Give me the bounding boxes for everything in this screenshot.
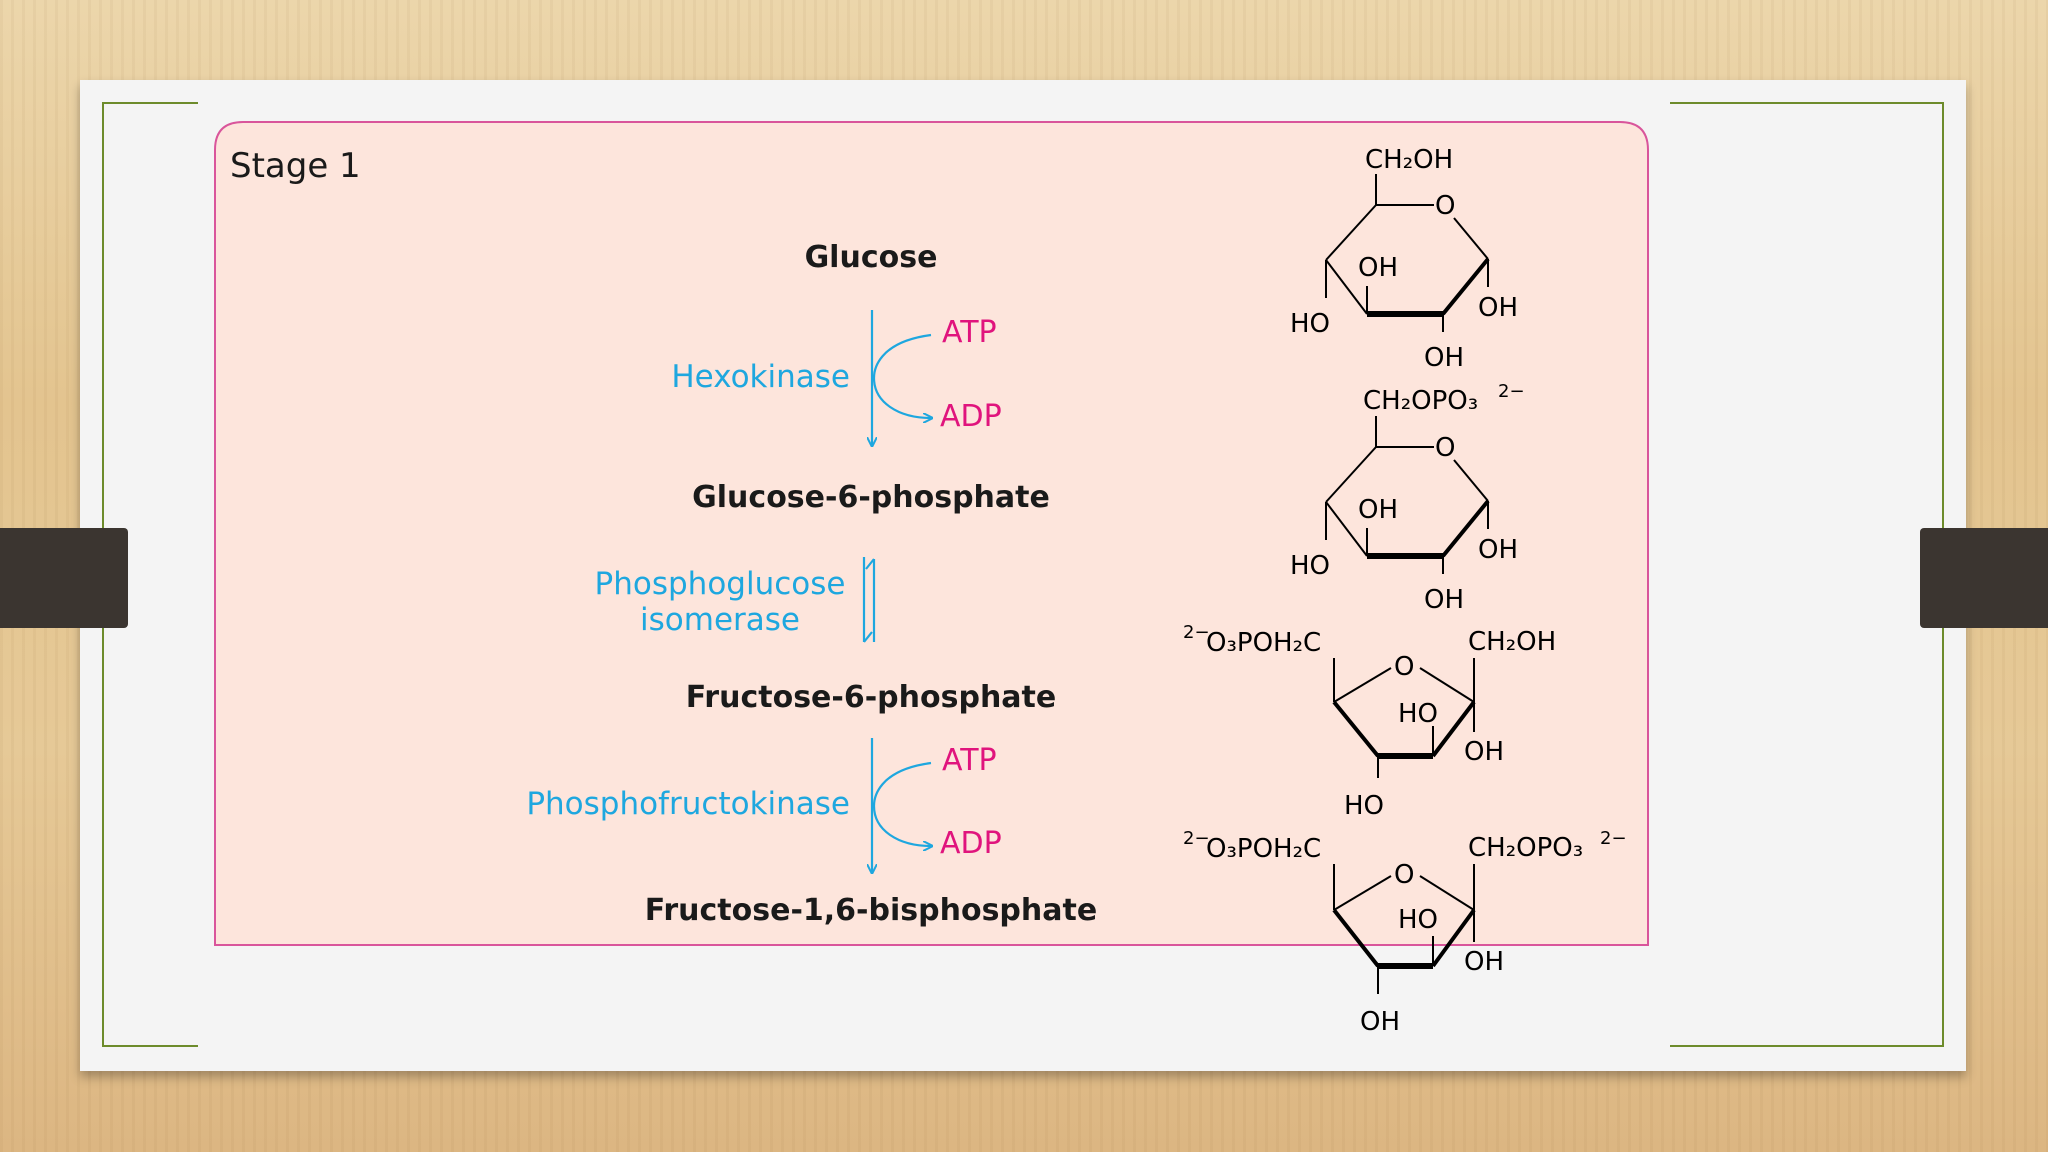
svg-text:2−: 2−: [1183, 622, 1210, 643]
svg-text:O: O: [1435, 433, 1455, 463]
svg-text:OH: OH: [1464, 737, 1504, 767]
enzyme-hexokinase: Hexokinase: [671, 359, 850, 395]
stage-panel: [214, 121, 1649, 946]
right-binder-tab: [1920, 528, 2048, 628]
cofactor-atp-1: ATP: [942, 315, 997, 350]
figure-panel: Stage 1 Glucose Glucose-6-phosphate Fruc…: [198, 102, 1670, 1047]
svg-text:HO: HO: [1398, 699, 1438, 729]
svg-text:CH₂OH: CH₂OH: [1468, 627, 1556, 657]
cofactor-atp-2: ATP: [942, 743, 997, 778]
structure-glucose-6-phosphate: CH₂OPO₃ 2− O OH HO OH OH: [1290, 381, 1525, 615]
svg-text:HO: HO: [1290, 551, 1330, 581]
svg-text:OH: OH: [1358, 495, 1398, 525]
svg-text:HO: HO: [1398, 905, 1438, 935]
structure-glucose: CH₂OH O OH HO OH OH: [1290, 145, 1518, 373]
cofactor-adp-2: ADP: [940, 826, 1002, 861]
metabolite-fructose-1-6-bisphosphate: Fructose-1,6-bisphosphate: [645, 893, 1097, 928]
enzyme-phosphofructokinase: Phosphofructokinase: [526, 786, 850, 822]
svg-text:OH: OH: [1424, 343, 1464, 373]
svg-text:2−: 2−: [1600, 828, 1627, 849]
stage-title: Stage 1: [230, 146, 361, 186]
enzyme-phosphoglucose-line1: Phosphoglucose: [595, 566, 846, 602]
cofactor-curve-1: [872, 333, 931, 418]
cofactor-curve-2: [872, 761, 931, 846]
structure-fructose-1-6-bisphosphate: 2− O₃POH₂C CH₂OPO₃ 2− O HO OH OH: [1183, 828, 1627, 1037]
metabolite-glucose: Glucose: [805, 240, 938, 275]
svg-text:CH₂OPO₃: CH₂OPO₃: [1468, 833, 1583, 863]
svg-text:O: O: [1435, 191, 1455, 221]
metabolite-glucose-6-phosphate: Glucose-6-phosphate: [692, 480, 1050, 515]
structure-fructose-6-phosphate: 2− O₃POH₂C CH₂OH O HO OH HO: [1183, 622, 1556, 821]
enzyme-phosphoglucose-line2: isomerase: [640, 602, 800, 638]
left-binder-tab: [0, 528, 128, 628]
svg-text:O: O: [1394, 652, 1414, 682]
svg-text:OH: OH: [1478, 293, 1518, 323]
svg-text:HO: HO: [1290, 309, 1330, 339]
svg-text:2−: 2−: [1183, 828, 1210, 849]
reversible-arrow-back-head: [865, 558, 875, 570]
glycolysis-stage1-diagram: Stage 1 Glucose Glucose-6-phosphate Fruc…: [214, 121, 1649, 1037]
svg-text:HO: HO: [1344, 791, 1384, 821]
svg-text:O: O: [1394, 860, 1414, 890]
metabolite-fructose-6-phosphate: Fructose-6-phosphate: [686, 680, 1057, 715]
reversible-arrow-forward-head: [863, 631, 873, 643]
svg-text:2−: 2−: [1498, 381, 1525, 402]
svg-text:CH₂OPO₃: CH₂OPO₃: [1363, 386, 1478, 416]
svg-text:OH: OH: [1358, 253, 1398, 283]
svg-text:O₃POH₂C: O₃POH₂C: [1206, 628, 1321, 658]
svg-text:OH: OH: [1424, 585, 1464, 615]
svg-text:O₃POH₂C: O₃POH₂C: [1206, 834, 1321, 864]
svg-text:OH: OH: [1360, 1007, 1400, 1037]
svg-text:OH: OH: [1478, 535, 1518, 565]
svg-text:CH₂OH: CH₂OH: [1365, 145, 1453, 175]
cofactor-adp-1: ADP: [940, 399, 1002, 434]
svg-text:OH: OH: [1464, 947, 1504, 977]
